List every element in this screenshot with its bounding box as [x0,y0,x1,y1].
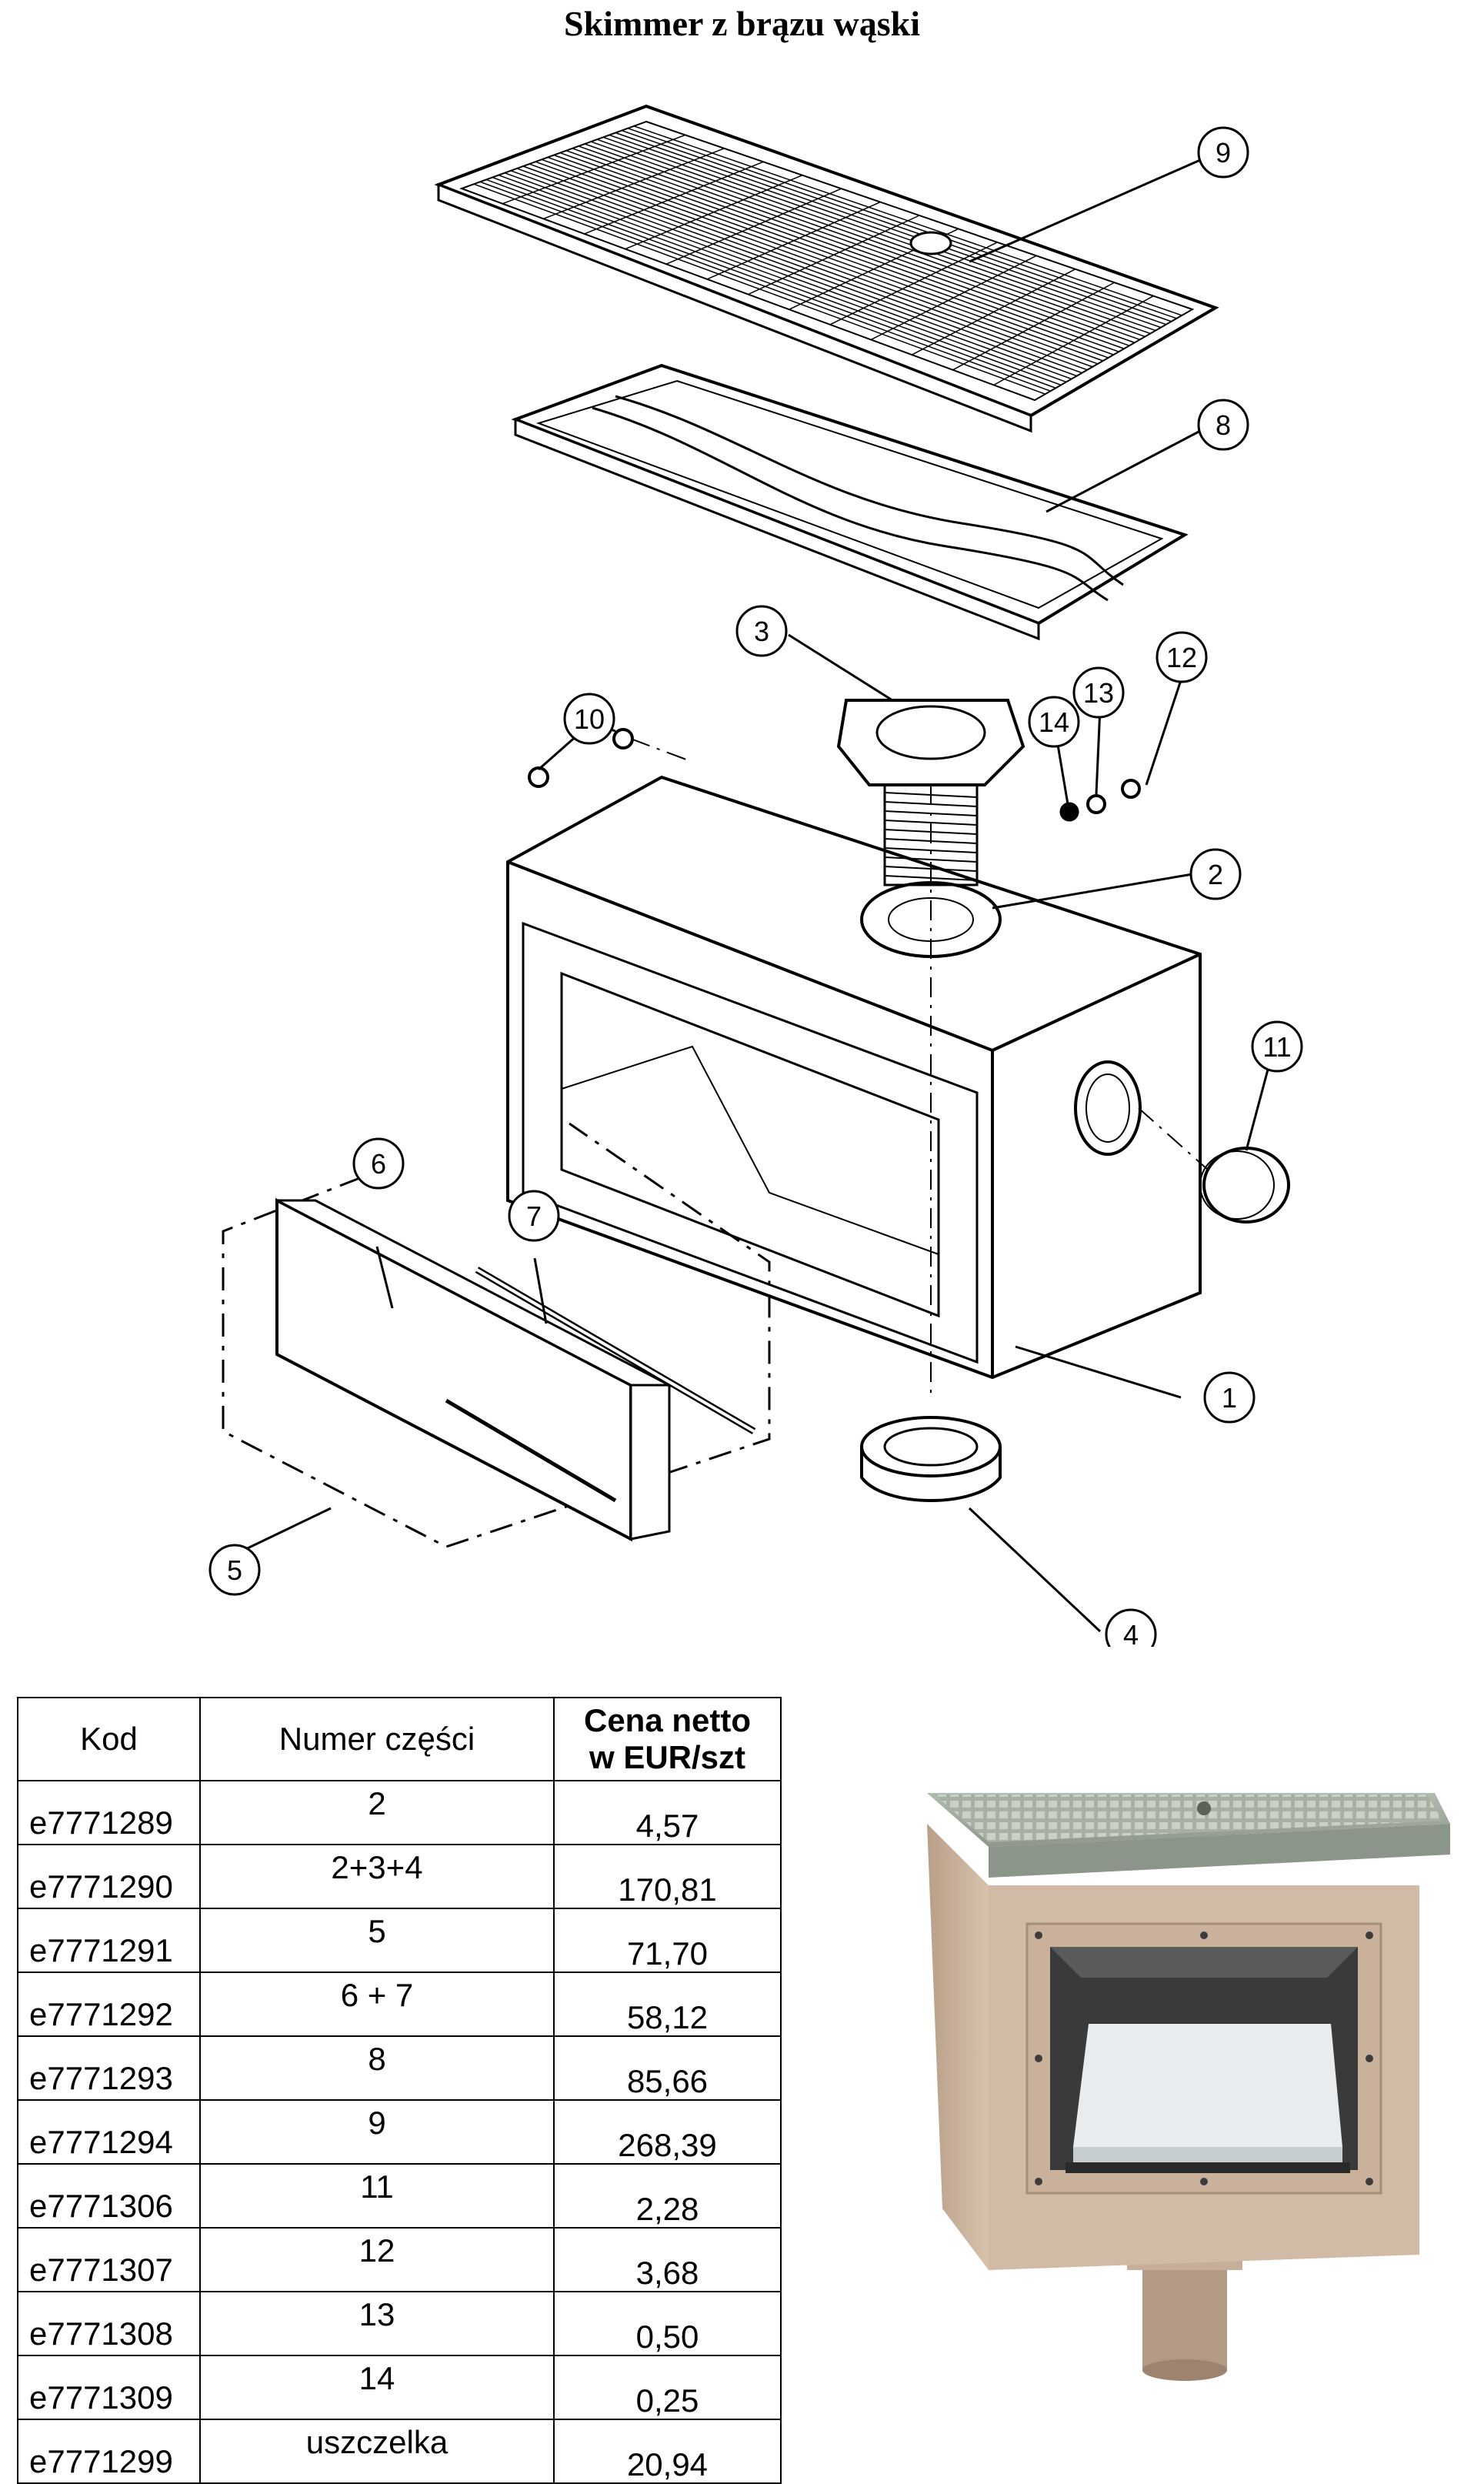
table-header-row: Kod Numer części Cena netto w EUR/szt [17,1697,782,1781]
callout-label-14: 14 [1039,706,1069,738]
cell-price: 4,57 [553,1780,782,1845]
cell-price: 268,39 [553,2099,782,2165]
leader-lines [234,159,1272,1633]
callout-circle-10 [563,693,615,745]
callout-label-13: 13 [1083,677,1114,709]
parts-price-table: Kod Numer części Cena netto w EUR/szt e7… [17,1697,782,2484]
callout-circle-9 [1197,126,1249,179]
cell-code: e7771290 [17,1844,201,1909]
callout-label-6: 6 [371,1148,386,1180]
header-part: Numer części [199,1697,555,1781]
cell-part: 2+3+4 [199,1844,555,1909]
page-title: Skimmer z brązu wąski [564,4,920,43]
cell-price: 0,25 [553,2355,782,2420]
callout-label-3: 3 [754,616,769,647]
header-price-line1: Cena netto [583,1701,751,1738]
cell-part: 14 [199,2355,555,2420]
cell-price: 20,94 [553,2419,782,2484]
callout-label-12: 12 [1166,642,1197,673]
cell-code: e7771299 [17,2419,201,2484]
cell-part: 9 [199,2099,555,2165]
callout-circle-2 [1189,848,1242,900]
cell-price: 3,68 [553,2227,782,2292]
cell-code: e7771307 [17,2227,201,2292]
header-price-line2: w EUR/szt [589,1739,746,1775]
callout-circle-8 [1197,399,1249,451]
callout-circle-6 [352,1137,405,1190]
cell-part: 11 [199,2163,555,2229]
cell-price: 85,66 [553,2035,782,2101]
callout-label-4: 4 [1123,1619,1139,1647]
callout-circle-5 [208,1544,261,1596]
callout-circle-11 [1251,1020,1303,1073]
cell-code: e7771289 [17,1780,201,1845]
callout-label-9: 9 [1216,137,1231,169]
cell-part: 5 [199,1908,555,1973]
part-8-frame [511,363,1189,641]
callout-circle-13 [1072,666,1125,719]
part-5-assembly [222,1122,771,1548]
callout-label-11: 11 [1262,1031,1291,1063]
callout-circle-7 [508,1190,560,1242]
callout-circle-14 [1028,696,1080,748]
cell-code: e7771294 [17,2099,201,2165]
product-photo-svg [927,1793,1450,2381]
callout-circle-1 [1203,1371,1256,1424]
cell-code: e7771291 [17,1908,201,1973]
cell-code: e7771292 [17,1972,201,2037]
cell-code: e7771309 [17,2355,201,2420]
part-11-plug [1199,1147,1290,1224]
part-1-body [506,775,1202,1380]
cell-price: 71,70 [553,1908,782,1973]
cell-code: e7771306 [17,2163,201,2229]
callout-circle-3 [735,605,788,657]
cell-part: 12 [199,2227,555,2292]
cell-part: 13 [199,2291,555,2356]
part-9-grate [434,104,1219,433]
cell-price: 58,12 [553,1972,782,2037]
cell-price: 170,81 [553,1844,782,1909]
part-4-nut [860,1416,1002,1502]
cell-part: 8 [199,2035,555,2101]
callout-label-7: 7 [526,1200,542,1232]
callout-label-5: 5 [227,1554,242,1586]
callout-label-1: 1 [1222,1382,1237,1414]
callout-label-2: 2 [1208,859,1223,890]
cell-part: 6 + 7 [199,1972,555,2037]
cell-part: uszczelka [199,2419,555,2484]
part-3-flange [836,699,1025,886]
small-parts [528,728,1141,822]
cell-code: e7771293 [17,2035,201,2101]
header-code: Kod [17,1697,201,1781]
cell-code: e7771308 [17,2291,201,2356]
callout-label-10: 10 [574,703,605,735]
callout-label-8: 8 [1216,409,1231,441]
product-photo [912,1778,1466,2393]
cell-price: 0,50 [553,2291,782,2356]
header-price: Cena netto w EUR/szt [553,1697,782,1781]
cell-part: 2 [199,1780,555,1845]
cell-price: 2,28 [553,2163,782,2229]
callout-circle-12 [1156,631,1208,683]
